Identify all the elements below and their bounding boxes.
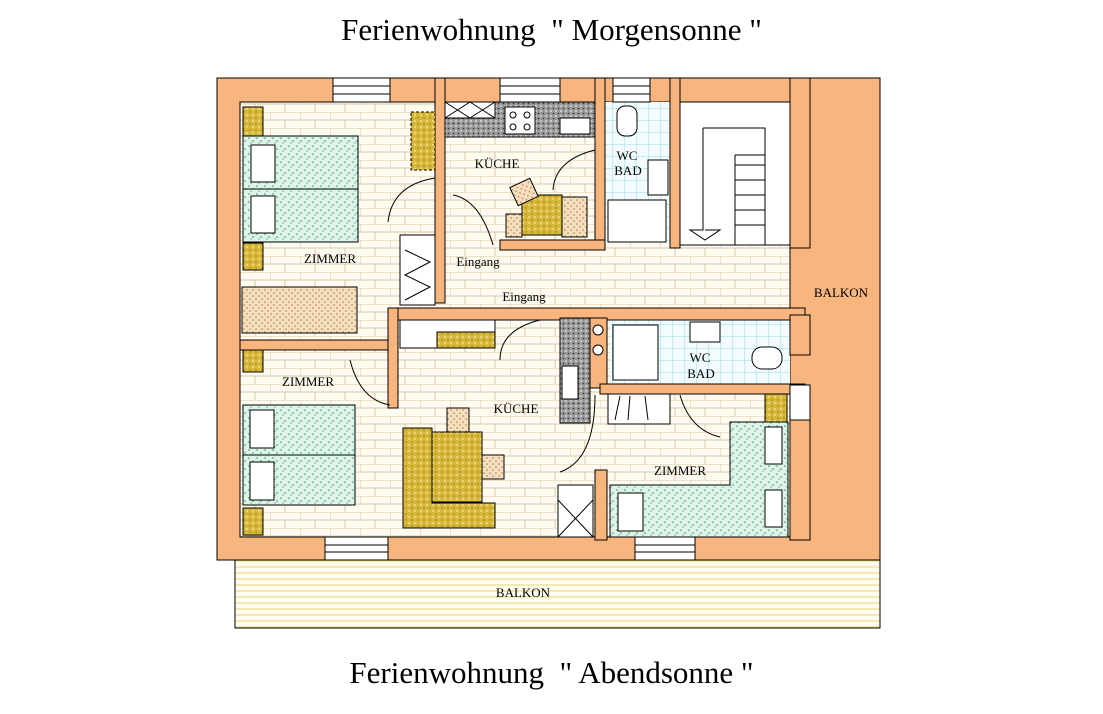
chair xyxy=(505,213,523,238)
label-lower-kueche: KÜCHE xyxy=(494,401,539,416)
pillow xyxy=(250,144,276,183)
pillow xyxy=(250,195,276,234)
stove xyxy=(561,365,579,400)
toilet xyxy=(751,346,783,370)
chair xyxy=(446,407,470,433)
label-eingang-1: Eingang xyxy=(456,254,500,269)
washbasin xyxy=(647,159,669,196)
toilet xyxy=(616,105,638,137)
pillow xyxy=(249,461,275,501)
pillow xyxy=(249,409,275,449)
table xyxy=(521,194,563,236)
nightstand xyxy=(764,393,788,423)
nightstand xyxy=(242,507,264,536)
label-balkon-bottom: BALKON xyxy=(496,585,551,600)
sink xyxy=(559,117,591,135)
balcony-bottom xyxy=(234,559,881,629)
label-upper-bad: BAD xyxy=(614,163,641,178)
stove xyxy=(504,106,536,135)
bed xyxy=(609,421,789,538)
fridge xyxy=(557,484,594,538)
label-lower-bad: BAD xyxy=(687,366,714,381)
nightstand xyxy=(242,349,264,373)
label-upper-zimmer: ZIMMER xyxy=(304,251,356,266)
title-morgensonne: Ferienwohnung " Morgensonne " xyxy=(341,12,762,47)
chair xyxy=(509,177,539,207)
label-lower-zimmer-right: ZIMMER xyxy=(654,463,706,478)
door-swings xyxy=(349,149,721,473)
table xyxy=(431,431,483,503)
pillow xyxy=(764,489,783,528)
label-balkon-right: BALKON xyxy=(814,285,869,300)
stairs-icon xyxy=(688,127,766,245)
chair xyxy=(481,454,505,480)
plant-stand xyxy=(410,111,436,171)
sofa xyxy=(241,286,358,334)
label-upper-wc: WC xyxy=(617,148,638,163)
corner-bench xyxy=(402,427,496,529)
windows xyxy=(324,77,811,561)
label-eingang-2: Eingang xyxy=(502,289,546,304)
nightstand xyxy=(242,106,264,137)
pillow xyxy=(617,492,644,532)
interior-walls xyxy=(239,77,811,541)
pillow xyxy=(764,426,783,465)
wardrobe xyxy=(607,393,671,425)
title-abendsonne: Ferienwohnung " Abendsonne " xyxy=(349,655,754,690)
wardrobe xyxy=(399,234,436,306)
chair xyxy=(561,196,588,238)
label-lower-zimmer-left: ZIMMER xyxy=(282,374,334,389)
nightstand xyxy=(242,242,264,271)
cabinet xyxy=(444,101,496,119)
washbasin xyxy=(689,321,721,343)
desk xyxy=(436,331,496,349)
chimney-icon xyxy=(592,324,604,356)
shower xyxy=(607,199,667,243)
shower xyxy=(612,324,659,381)
label-lower-wc: WC xyxy=(690,350,711,365)
label-upper-kueche: KÜCHE xyxy=(475,156,520,171)
